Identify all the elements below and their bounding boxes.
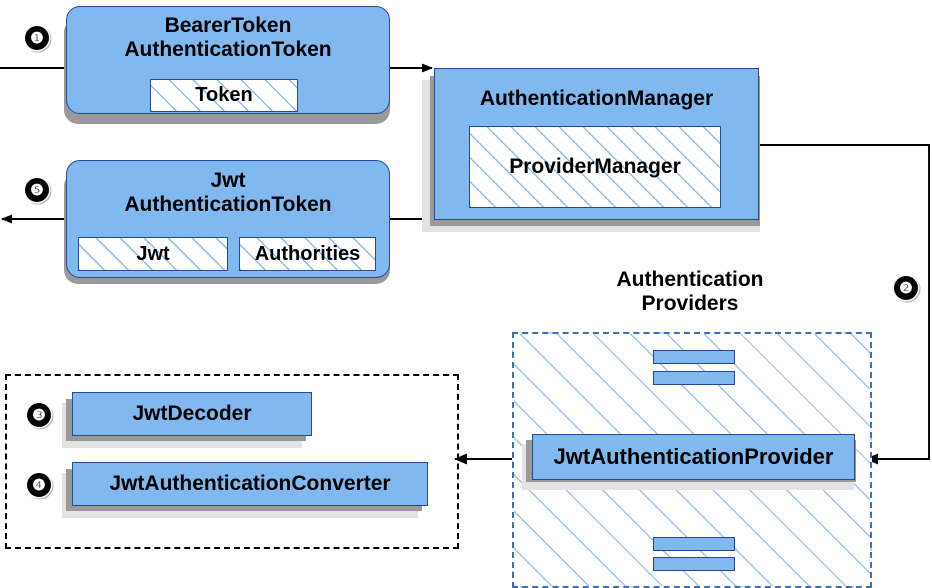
authentication-providers-title-line1: Authentication (616, 268, 764, 291)
jwt-decoder-label: JwtDecoder (132, 402, 252, 426)
authorities-label: Authorities (254, 242, 361, 265)
authentication-manager-title: AuthenticationManager (479, 87, 714, 110)
step-badge-1: ❶ (25, 26, 49, 50)
bearer-token-title-line1: BearerToken (164, 14, 292, 37)
step-badge-3: ❸ (27, 403, 51, 427)
step-badge-4: ❹ (27, 473, 51, 497)
other-provider-bar-bottom-1 (653, 537, 735, 551)
step-badge-2: ❷ (894, 276, 918, 300)
authentication-providers-title-line2: Providers (641, 291, 739, 315)
jwt-token-title-line1: Jwt (210, 169, 246, 192)
jwt-authentication-provider-label: JwtAuthenticationProvider (553, 443, 834, 469)
token-label: Token (195, 84, 253, 107)
provider-manager-label: ProviderManager (509, 155, 681, 179)
provider-manager-inner-box: ProviderManager (469, 126, 721, 208)
authentication-providers-title: Authentication Providers (570, 268, 810, 315)
jwt-label: Jwt (136, 242, 170, 265)
authorities-inner-box: Authorities (239, 237, 376, 271)
other-provider-bar-top-1 (653, 350, 735, 364)
jwt-inner-box: Jwt (78, 237, 228, 271)
bearer-token-title-line2: AuthenticationToken (124, 37, 332, 61)
jwt-decoder-node: JwtDecoder (72, 392, 312, 436)
other-provider-bar-bottom-2 (653, 557, 735, 571)
token-inner-box: Token (150, 79, 298, 112)
jwt-token-title-line2: AuthenticationToken (124, 192, 332, 216)
jwt-authentication-provider-node: JwtAuthenticationProvider (532, 434, 855, 480)
jwt-authentication-converter-node: JwtAuthenticationConverter (72, 462, 428, 506)
other-provider-bar-top-2 (653, 371, 735, 385)
support-components-panel (5, 374, 459, 549)
step-badge-5: ❺ (25, 178, 49, 202)
jwt-authentication-converter-label: JwtAuthenticationConverter (109, 472, 391, 496)
